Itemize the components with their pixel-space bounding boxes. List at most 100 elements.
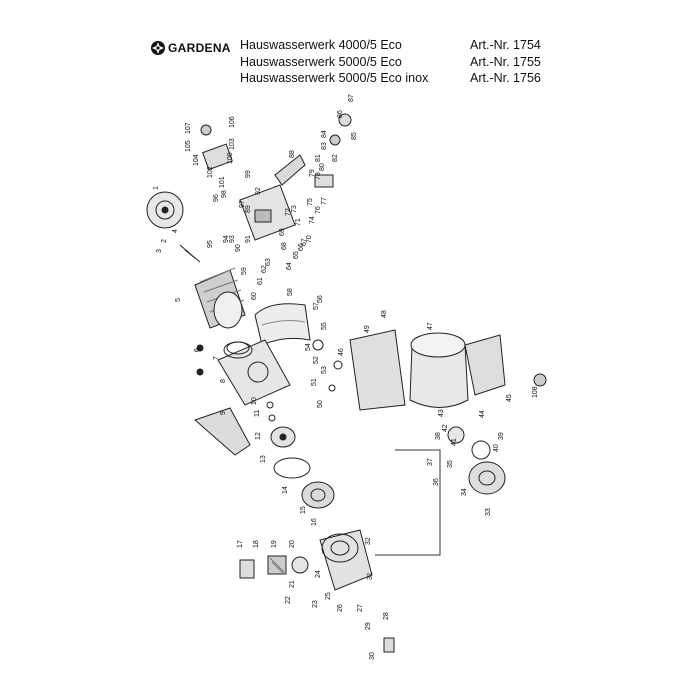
part-label: 82 [332, 154, 339, 162]
part-label: 18 [253, 540, 260, 548]
part-label: 81 [315, 154, 322, 162]
part-label: 98 [221, 190, 228, 198]
part-label: 35 [447, 460, 454, 468]
part-label: 17 [237, 540, 244, 548]
part-label: 85 [351, 132, 358, 140]
part-label: 30 [369, 652, 376, 660]
part-label: 92 [255, 187, 262, 195]
impeller [270, 426, 296, 448]
pressure-tank [409, 332, 469, 408]
part-label: 41 [451, 438, 458, 446]
part-label: 54 [305, 343, 312, 351]
part-label: 5 [175, 298, 182, 302]
part-label: 52 [313, 356, 320, 364]
part-label: 48 [381, 310, 388, 318]
part-label: 51 [311, 378, 318, 386]
drain-plug [383, 637, 395, 653]
part-label: 28 [383, 612, 390, 620]
part-label: 75 [307, 198, 314, 206]
base-foot [194, 407, 251, 456]
part-label: 60 [251, 292, 258, 300]
part-label: 47 [427, 322, 434, 330]
part-label: 23 [312, 600, 319, 608]
fitting-50 [328, 384, 336, 392]
part-label: 1 [153, 186, 160, 190]
part-label: 36 [433, 478, 440, 486]
part-label: 34 [461, 488, 468, 496]
tank-valve-cap [533, 373, 547, 387]
screw-2 [184, 249, 201, 263]
part-label: 31 [367, 572, 374, 580]
part-label: 21 [289, 580, 296, 588]
pump-housing-rear [217, 339, 291, 406]
connection-line [375, 449, 441, 556]
product-name-3: Hauswasserwerk 5000/5 Eco inox [240, 71, 429, 85]
part-label: 99 [245, 170, 252, 178]
part-label: 89 [245, 205, 252, 213]
part-label: 50 [317, 400, 324, 408]
part-label: 33 [485, 508, 492, 516]
part-label: 19 [271, 540, 278, 548]
part-label: 26 [337, 604, 344, 612]
part-label: 42 [442, 424, 449, 432]
screw-6b [196, 368, 204, 376]
brand-name: GARDENA [168, 41, 231, 55]
part-label: 38 [435, 432, 442, 440]
part-label: 62 [261, 265, 268, 273]
tank-bracket [464, 334, 506, 396]
part-label: 84 [321, 130, 328, 138]
brand-logo: GARDENA [150, 40, 238, 56]
part-label: 107 [185, 122, 192, 134]
part-label: 103 [229, 138, 236, 150]
top-fittings [314, 113, 352, 188]
part-label: 53 [321, 366, 328, 374]
product-name-1: Hauswasserwerk 4000/5 Eco [240, 38, 402, 52]
part-label: 66 [298, 243, 305, 251]
part-label: 105 [185, 140, 192, 152]
part-label: 73 [291, 205, 298, 213]
housing-o-ring [273, 457, 311, 479]
part-label: 29 [365, 622, 372, 630]
part-label: 43 [438, 409, 445, 417]
part-label: 91 [245, 235, 252, 243]
pump-housing-front [319, 529, 373, 591]
part-label: 93 [229, 235, 236, 243]
inlet-fitting [239, 555, 309, 579]
screw-6 [196, 344, 204, 352]
washer-10 [266, 401, 274, 409]
part-label: 10 [251, 397, 258, 405]
part-label: 101 [219, 176, 226, 188]
fitting-55 [312, 339, 324, 351]
motor-body [194, 267, 246, 329]
part-label: 77 [321, 197, 328, 205]
header: GARDENA Hauswasserwerk 4000/5 Eco Art.-N… [150, 38, 560, 90]
product-name-2: Hauswasserwerk 5000/5 Eco [240, 55, 402, 69]
part-label: 24 [315, 570, 322, 578]
part-label: 3 [156, 249, 163, 253]
part-label: 49 [364, 325, 371, 333]
article-number-1: Art.-Nr. 1754 [470, 38, 541, 52]
part-label: 58 [287, 288, 294, 296]
part-label: 56 [317, 295, 324, 303]
part-label: 72 [285, 208, 292, 216]
part-label: 67 [301, 238, 308, 246]
part-label: 32 [365, 537, 372, 545]
gardena-logo-icon [151, 41, 165, 55]
part-label: 63 [265, 258, 272, 266]
part-label: 95 [207, 240, 214, 248]
part-label: 65 [293, 251, 300, 259]
part-label: 87 [348, 94, 355, 102]
part-label: 40 [493, 444, 500, 452]
diffuser [301, 481, 335, 509]
part-label: 108 [532, 386, 539, 398]
part-label: 94 [223, 235, 230, 243]
part-label: 68 [281, 242, 288, 250]
part-label: 83 [321, 142, 328, 150]
part-label: 70 [306, 235, 313, 243]
part-label: 27 [357, 604, 364, 612]
part-label: 11 [254, 410, 261, 417]
part-label: 86 [337, 110, 344, 118]
part-label: 6 [194, 348, 201, 352]
washer-11 [268, 414, 276, 422]
